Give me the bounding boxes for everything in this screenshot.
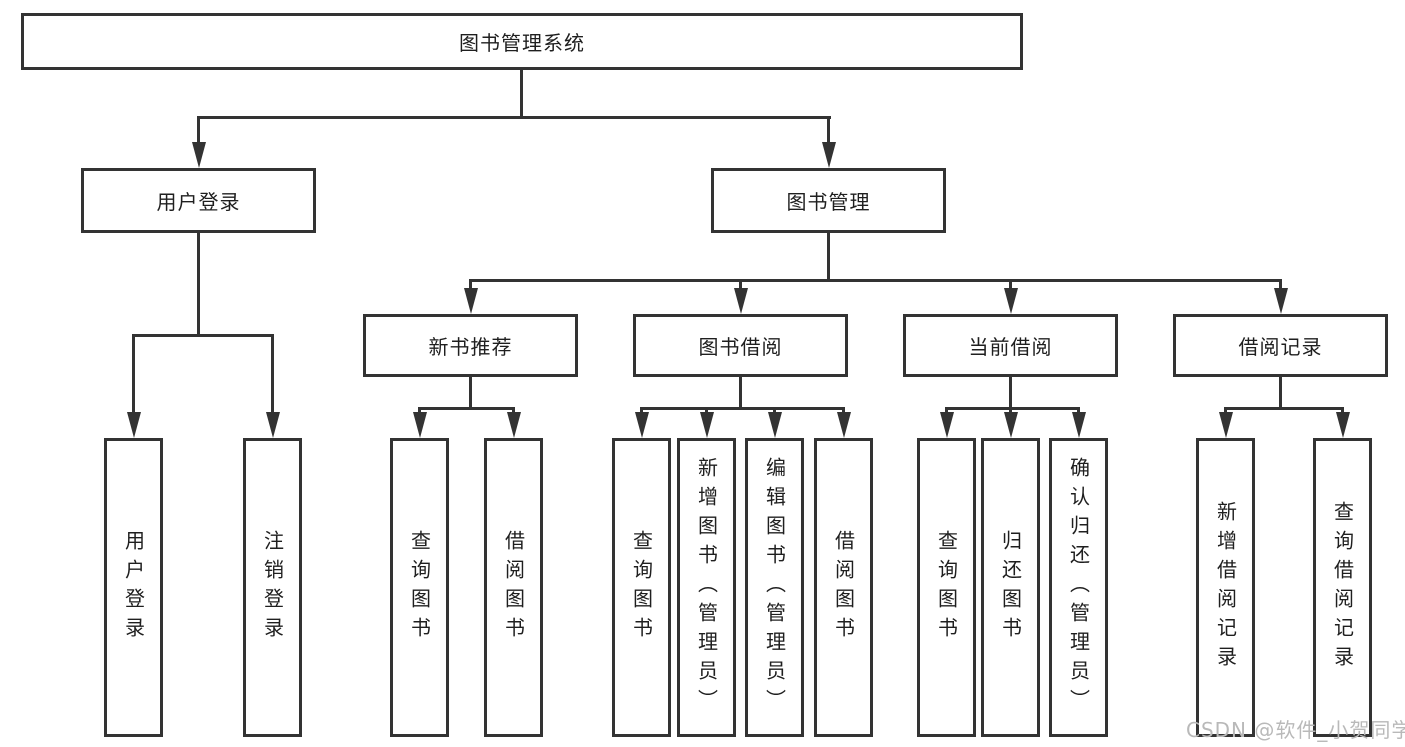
connector-line <box>520 70 523 118</box>
arrow-down-icon <box>768 412 782 438</box>
connector-line <box>739 279 742 291</box>
arrow-down-icon <box>837 412 851 438</box>
connector-line <box>945 407 1080 410</box>
connector-line <box>132 334 274 337</box>
connector-line <box>739 377 742 410</box>
arrow-down-icon <box>1274 288 1288 314</box>
arrow-down-icon <box>822 142 836 168</box>
connector-line <box>1341 407 1344 416</box>
arrow-down-icon <box>940 412 954 438</box>
node-label: 归还图书 <box>998 529 1023 646</box>
arrow-down-icon <box>127 412 141 438</box>
node-label: 图书管理 <box>786 190 871 214</box>
leaf-borrow-books-recommend: 借阅图书 <box>484 438 543 737</box>
connector-line <box>1009 407 1012 416</box>
connector-line <box>271 334 274 414</box>
arrow-down-icon <box>635 412 649 438</box>
arrow-down-icon <box>464 288 478 314</box>
connector-line <box>418 407 421 416</box>
connector-line <box>469 279 1282 282</box>
node-label: 确认归还（管理员） <box>1066 457 1091 718</box>
connector-line <box>469 377 472 410</box>
leaf-query-borrow-record: 查询借阅记录 <box>1313 438 1372 737</box>
leaf-edit-books-admin: 编辑图书（管理员） <box>745 438 804 737</box>
node-label: 新增借阅记录 <box>1213 500 1238 675</box>
connector-line <box>418 407 515 410</box>
connector-line <box>1009 279 1012 291</box>
connector-line <box>197 116 200 144</box>
node-label: 编辑图书（管理员） <box>762 457 787 718</box>
connector-line <box>1224 407 1344 410</box>
arrow-down-icon <box>266 412 280 438</box>
node-label: 新书推荐 <box>428 335 513 359</box>
connector-line <box>827 233 830 281</box>
arrow-down-icon <box>1336 412 1350 438</box>
node-label: 当前借阅 <box>968 335 1053 359</box>
connector-line <box>1279 279 1282 291</box>
node-label: 借阅图书 <box>831 529 856 646</box>
connector-line <box>1077 407 1080 416</box>
node-label: 借阅图书 <box>501 529 526 646</box>
node-current-borrow: 当前借阅 <box>903 314 1118 377</box>
node-label: 借阅记录 <box>1238 335 1323 359</box>
connector-line <box>1279 377 1282 410</box>
connector-line <box>640 407 643 416</box>
leaf-add-books-admin: 新增图书（管理员） <box>677 438 736 737</box>
arrow-down-icon <box>507 412 521 438</box>
arrow-down-icon <box>700 412 714 438</box>
leaf-query-books-recommend: 查询图书 <box>390 438 449 737</box>
node-label: 查询图书 <box>407 529 432 646</box>
node-book-borrow: 图书借阅 <box>633 314 848 377</box>
node-user-login: 用户登录 <box>81 168 316 233</box>
leaf-return-books: 归还图书 <box>981 438 1040 737</box>
connector-line <box>1224 407 1227 416</box>
arrow-down-icon <box>1072 412 1086 438</box>
leaf-confirm-return-admin: 确认归还（管理员） <box>1049 438 1108 737</box>
node-new-book-recommend: 新书推荐 <box>363 314 578 377</box>
leaf-user-login: 用户登录 <box>104 438 163 737</box>
connector-line <box>469 279 472 291</box>
leaf-logout: 注销登录 <box>243 438 302 737</box>
node-label: 查询图书 <box>934 529 959 646</box>
node-borrow-records: 借阅记录 <box>1173 314 1388 377</box>
leaf-borrow-books: 借阅图书 <box>814 438 873 737</box>
connector-line <box>132 334 135 414</box>
leaf-query-books-current: 查询图书 <box>917 438 976 737</box>
leaf-add-borrow-record: 新增借阅记录 <box>1196 438 1255 737</box>
node-label: 查询借阅记录 <box>1330 500 1355 675</box>
connector-line <box>197 116 831 119</box>
arrow-down-icon <box>1004 412 1018 438</box>
node-label: 图书管理系统 <box>459 31 585 55</box>
leaf-query-books-borrow: 查询图书 <box>612 438 671 737</box>
connector-line <box>512 407 515 416</box>
node-library-management-system: 图书管理系统 <box>21 13 1023 70</box>
connector-line <box>640 407 845 410</box>
node-label: 注销登录 <box>260 529 285 646</box>
arrow-down-icon <box>413 412 427 438</box>
connector-line <box>197 233 200 337</box>
connector-line <box>827 116 830 144</box>
node-label: 图书借阅 <box>698 335 783 359</box>
connector-line <box>945 407 948 416</box>
node-label: 用户登录 <box>156 190 241 214</box>
connector-line <box>705 407 708 416</box>
arrow-down-icon <box>1219 412 1233 438</box>
csdn-watermark: CSDN @软件_小贺同学 <box>1186 718 1405 742</box>
connector-line <box>1009 377 1012 410</box>
arrow-down-icon <box>192 142 206 168</box>
node-label: 查询图书 <box>629 529 654 646</box>
node-label: 新增图书（管理员） <box>694 457 719 718</box>
arrow-down-icon <box>1004 288 1018 314</box>
connector-line <box>842 407 845 416</box>
node-book-management: 图书管理 <box>711 168 946 233</box>
connector-line <box>773 407 776 416</box>
node-label: 用户登录 <box>121 529 146 646</box>
arrow-down-icon <box>734 288 748 314</box>
